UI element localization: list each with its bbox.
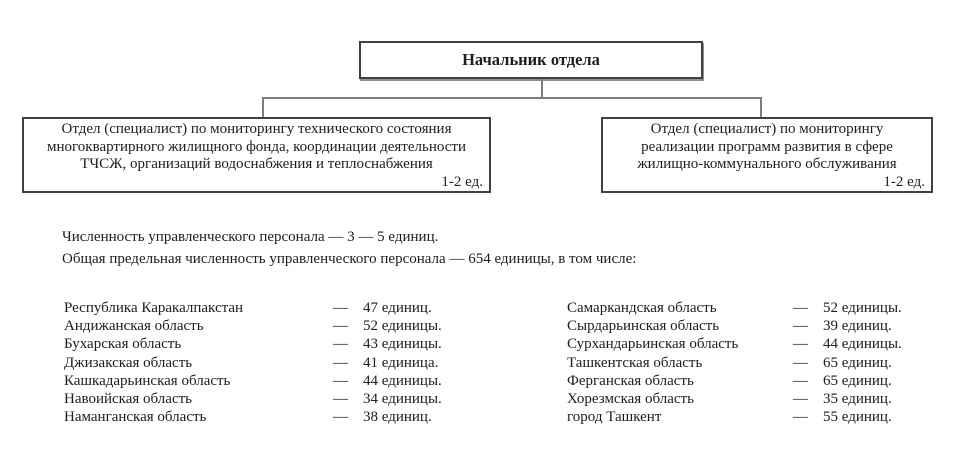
region-name: Сурхандарьинская область bbox=[567, 336, 739, 353]
staff-column-left: Республика Каракалпакстан — 47 единиц. Анди… bbox=[64, 300, 494, 427]
dash: — bbox=[793, 372, 808, 389]
region-value: 52 единицы. bbox=[363, 318, 442, 335]
region-name: Самаркандская область bbox=[567, 300, 717, 316]
region-name: Хорезмская область bbox=[567, 390, 694, 407]
region-name: Джизакская область bbox=[64, 354, 193, 371]
org-root-title: Начальник отдела bbox=[462, 50, 600, 69]
region-value: 39 единиц. bbox=[823, 318, 892, 335]
dash: — bbox=[793, 390, 808, 407]
staff-row: Ферганская область — 65 единиц. bbox=[567, 373, 967, 391]
dash: — bbox=[793, 354, 808, 371]
region-name: Бухарская область bbox=[64, 336, 182, 353]
dept-box-monitoring-programs: Отдел (специалист) по мониторингу реализ… bbox=[601, 117, 933, 193]
dash: — bbox=[333, 390, 348, 407]
summary-line-2: Общая предельная численность управленчес… bbox=[62, 251, 637, 267]
region-name: Ташкентская область bbox=[567, 354, 703, 371]
staff-row: город Ташкент — 55 единиц. bbox=[567, 409, 967, 427]
dept-text-line: Отдел (специалист) по мониторингу технич… bbox=[61, 121, 452, 137]
dash: — bbox=[333, 318, 348, 335]
region-value: 52 единицы. bbox=[823, 300, 902, 316]
connector-left-drop-line bbox=[262, 97, 264, 118]
staff-row: Сурхандарьинская область — 44 единицы. bbox=[567, 336, 967, 354]
region-name: Сырдарьинская область bbox=[567, 318, 720, 335]
dash: — bbox=[333, 300, 348, 316]
region-name: Республика Каракалпакстан bbox=[64, 300, 244, 316]
dash: — bbox=[793, 409, 808, 426]
region-value: 44 единицы. bbox=[363, 372, 442, 389]
region-value: 41 единица. bbox=[363, 354, 439, 371]
region-name: город Ташкент bbox=[567, 409, 662, 426]
dept-text-line: жилищно-коммунального обслуживания bbox=[637, 156, 897, 172]
dept-text-line: Отдел (специалист) по мониторингу bbox=[650, 121, 884, 137]
dash: — bbox=[793, 336, 808, 353]
region-value: 43 единицы. bbox=[363, 336, 442, 353]
staff-row: Ташкентская область — 65 единиц. bbox=[567, 355, 967, 373]
dash: — bbox=[793, 300, 808, 316]
region-value: 35 единиц. bbox=[823, 390, 892, 407]
summary-line-1: Численность управленческого персонала — … bbox=[62, 229, 439, 245]
staff-summary: Численность управленческого персонала — … bbox=[62, 226, 636, 270]
staff-row: Андижанская область — 52 единицы. bbox=[64, 318, 494, 336]
region-name: Кашкадарьинская область bbox=[64, 372, 231, 389]
dash: — bbox=[333, 336, 348, 353]
connector-horizontal-line bbox=[262, 97, 762, 99]
staff-row: Республика Каракалпакстан — 47 единиц. bbox=[64, 300, 494, 318]
dash: — bbox=[333, 354, 348, 371]
staff-row: Хорезмская область — 35 единиц. bbox=[567, 391, 967, 409]
staff-row: Самаркандская область — 52 единицы. bbox=[567, 300, 967, 318]
staff-row: Наманганская область — 38 единиц. bbox=[64, 409, 494, 427]
region-value: 44 единицы. bbox=[823, 336, 902, 353]
dept-text-line: ТЧСЖ, организаций водоснабжения и теплос… bbox=[80, 156, 433, 172]
dept-box-monitoring-technical: Отдел (специалист) по мониторингу технич… bbox=[22, 117, 491, 193]
staff-row: Навоийская область — 34 единицы. bbox=[64, 391, 494, 409]
dash: — bbox=[793, 318, 808, 335]
dash: — bbox=[333, 409, 348, 426]
staff-column-right: Самаркандская область — 52 единицы. Сырдарь… bbox=[567, 300, 967, 427]
dept-units-label: 1-2 ед. bbox=[883, 173, 925, 190]
staff-row: Бухарская область — 43 единицы. bbox=[64, 336, 494, 354]
dept-units-label: 1-2 ед. bbox=[441, 173, 483, 190]
staff-row: Джизакская область — 41 единица. bbox=[64, 355, 494, 373]
region-name: Андижанская область bbox=[64, 318, 204, 335]
region-value: 38 единиц. bbox=[363, 409, 432, 426]
region-name: Ферганская область bbox=[567, 372, 694, 389]
region-value: 34 единицы. bbox=[363, 390, 442, 407]
dept-text-line: реализации программ развития в сфере bbox=[641, 138, 893, 155]
region-name: Наманганская область bbox=[64, 409, 207, 426]
org-root-box: Начальник отдела bbox=[359, 41, 703, 79]
dept-text-line: многоквартирного жилищного фонда, коорди… bbox=[47, 138, 466, 155]
region-value: 65 единиц. bbox=[823, 354, 892, 371]
region-value: 47 единиц. bbox=[363, 300, 432, 316]
staff-row: Сырдарьинская область — 39 единиц. bbox=[567, 318, 967, 336]
region-value: 65 единиц. bbox=[823, 372, 892, 389]
connector-right-drop-line bbox=[760, 97, 762, 118]
region-name: Навоийская область bbox=[64, 390, 193, 407]
connector-stub-line bbox=[541, 79, 543, 98]
region-value: 55 единиц. bbox=[823, 409, 892, 426]
dash: — bbox=[333, 372, 348, 389]
staff-row: Кашкадарьинская область — 44 единицы. bbox=[64, 373, 494, 391]
